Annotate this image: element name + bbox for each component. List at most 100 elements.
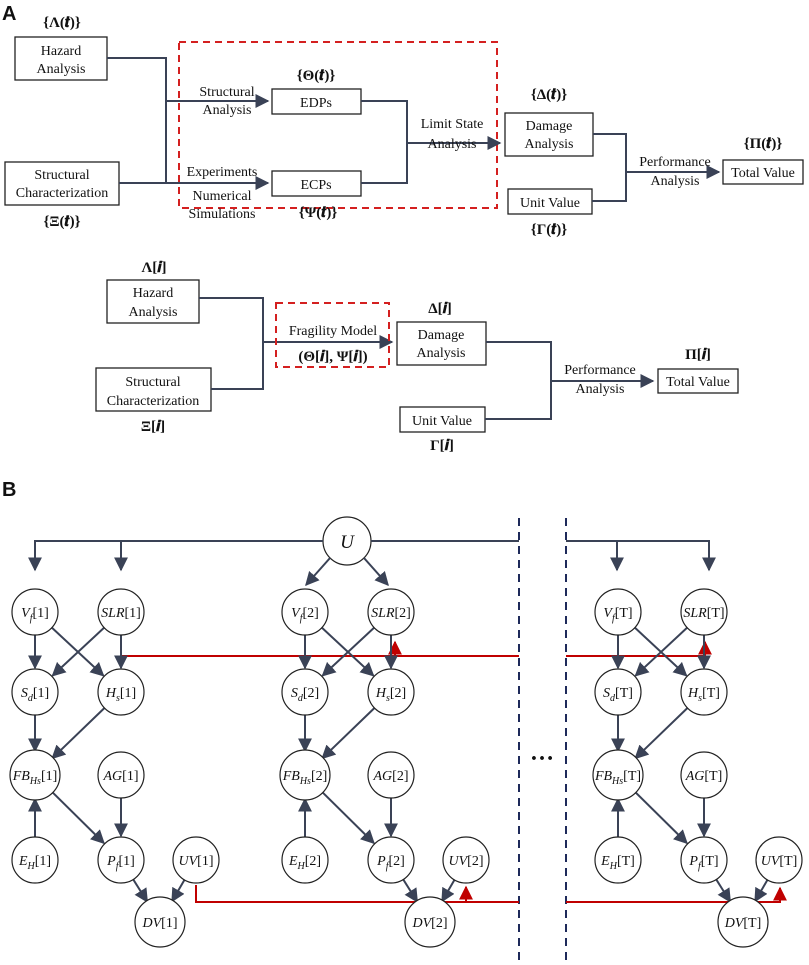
svg-text:Vf[T]: Vf[T] [603,606,632,624]
edge-fb-to-pf [633,790,688,845]
ellipsis: … [530,740,554,766]
node-eh-3: EH[T] [594,836,642,884]
total-value-box [722,159,804,185]
node-pf-1: Pf[1] [97,836,145,884]
struct-char-symbol: {Ξ(𝒕)} [43,214,80,230]
panel-a-top-flow: {Λ(𝒕)} Hazard Analysis Structural Charac… [4,15,804,238]
svg-text:Hs[1]: Hs[1] [105,686,136,704]
edge-hs-to-fb [51,707,106,760]
damage-symbol: {Δ(𝒕)} [531,87,567,103]
svg-text:Pf[1]: Pf[1] [106,854,135,872]
time-slice-3: Vf[T]SLR[T]Sd[T]Hs[T]FBHs[T]AG[T]EH[T]Pf… [592,588,803,948]
damage-i-line2: Analysis [417,346,466,361]
performance-line1: Performance [639,155,711,170]
svg-text:SLR[T]: SLR[T] [683,606,724,621]
panel-a-label: A [2,3,16,25]
hazard-i-line1: Hazard [133,286,173,301]
node-hs-1: Hs[1] [97,668,145,716]
edge-uv-to-dv [441,879,456,903]
svg-text:FBHs[1]: FBHs[1] [12,769,58,787]
node-fb-2: FBHs[2] [279,749,331,801]
svg-text:Sd[T]: Sd[T] [603,686,633,704]
hazard-connector [107,57,167,184]
svg-text:Hs[T]: Hs[T] [687,686,720,704]
ecps-label: ECPs [300,178,331,193]
hazard-i-line2: Analysis [129,305,178,320]
limit-state-line2: Analysis [428,137,477,152]
bus-to-vf1 [28,540,323,572]
edge-pf-to-dv [402,878,419,903]
node-uv-3: UV[T] [755,836,803,884]
svg-text:FBHs[T]: FBHs[T] [594,769,641,787]
damage-line1: Damage [526,119,573,134]
svg-text:Pf[2]: Pf[2] [376,854,405,872]
edp-symbol: {Θ(𝒕)} [297,68,336,84]
hazard-symbol: {Λ(𝒕)} [43,15,81,31]
svg-text:EH[2]: EH[2] [288,854,321,872]
structural-analysis-line1: Structural [199,85,254,100]
time-slices: Vf[1] SLR[1] Sd[1] Hs[1] FBHs[1] AG[1] EH[1] Pf… [9,588,803,948]
performance-i-line1: Performance [564,363,636,378]
node-fb-1: FBHs[1] [9,749,61,801]
bus-to-slrT [566,540,716,572]
svg-text:AG[2]: AG[2] [373,769,409,784]
panel-a-bottom-flow: Λ[𝒊] Hazard Analysis Structural Characte… [95,260,739,454]
struct-char-i-symbol: Ξ[𝒊] [141,419,165,435]
hazard-box-line2: Analysis [37,62,86,77]
node-sd-2: Sd[2] [281,668,329,716]
red-dashed-region [178,41,498,209]
hazard-i-symbol: Λ[𝒊] [142,260,167,276]
edge-pf-to-dv [132,878,149,903]
total-value-i-label: Total Value [666,375,730,390]
performance-line2: Analysis [651,174,700,189]
edge-uv-to-dv [754,879,769,903]
node-hs-2: Hs[2] [367,668,415,716]
svg-text:EH[T]: EH[T] [600,854,635,872]
total-value-i-symbol: Π[𝒊] [685,347,711,363]
uv-temporal-to-T [566,886,787,903]
svg-text:Vf[1]: Vf[1] [21,606,49,624]
damage-i-symbol: Δ[𝒊] [428,301,452,317]
edge-fb-to-pf [320,790,375,845]
node-uv-2: UV[2] [442,836,490,884]
svg-text:UV[2]: UV[2] [449,854,484,869]
edge-fb-to-pf [50,790,105,845]
damage-i-box [396,321,487,366]
struct-char-i-line2: Characterization [107,394,200,409]
svg-text:DV[T]: DV[T] [724,916,762,931]
unit-value-symbol: {Γ(𝒕)} [531,222,568,238]
node-dv-2: DV[2] [404,896,456,948]
svg-text:AG[1]: AG[1] [103,769,139,784]
svg-text:EH[1]: EH[1] [18,854,51,872]
time-slice-2: Vf[2] SLR[2] Sd[2] Hs[2] FBHs[2] AG[2] EH[2] Pf… [279,588,490,948]
node-ag-1: AG[1] [97,751,145,799]
svg-text:FBHs[2]: FBHs[2] [282,769,328,787]
damage-line2: Analysis [525,137,574,152]
hazard-i-box [106,279,200,324]
node-ag-2: AG[2] [367,751,415,799]
damage-unit-join [592,133,627,202]
performance-i-line2: Analysis [576,382,625,397]
slr-temporal-to-T [566,640,712,657]
panel-a: A {Λ(𝒕)} Hazard Analysis Structural Char… [2,3,804,454]
edge-uv-to-dv [171,879,186,903]
node-slr-1: SLR[1] [97,588,145,636]
node-uv-1: UV[1] [172,836,220,884]
svg-text:DV[2]: DV[2] [412,916,448,931]
svg-text:Pf[T]: Pf[T] [688,854,718,872]
edge-slr-to-sd [321,626,375,677]
svg-text:Sd[1]: Sd[1] [21,686,49,704]
hazard-box-line1: Hazard [41,44,81,59]
edge-hs-to-fb [634,707,689,760]
node-slr-2: SLR[2] [367,588,415,636]
limit-state-line1: Limit State [421,117,484,132]
node-vf-2: Vf[2] [281,588,329,636]
damage-analysis-box [504,112,594,157]
node-sd-3: Sd[T] [594,668,642,716]
node-vf-3: Vf[T] [594,588,642,636]
hazard-analysis-box [14,36,108,81]
fragility-dashed-region [275,302,390,368]
node-eh-2: EH[2] [281,836,329,884]
hazard-i-connector [199,297,264,390]
